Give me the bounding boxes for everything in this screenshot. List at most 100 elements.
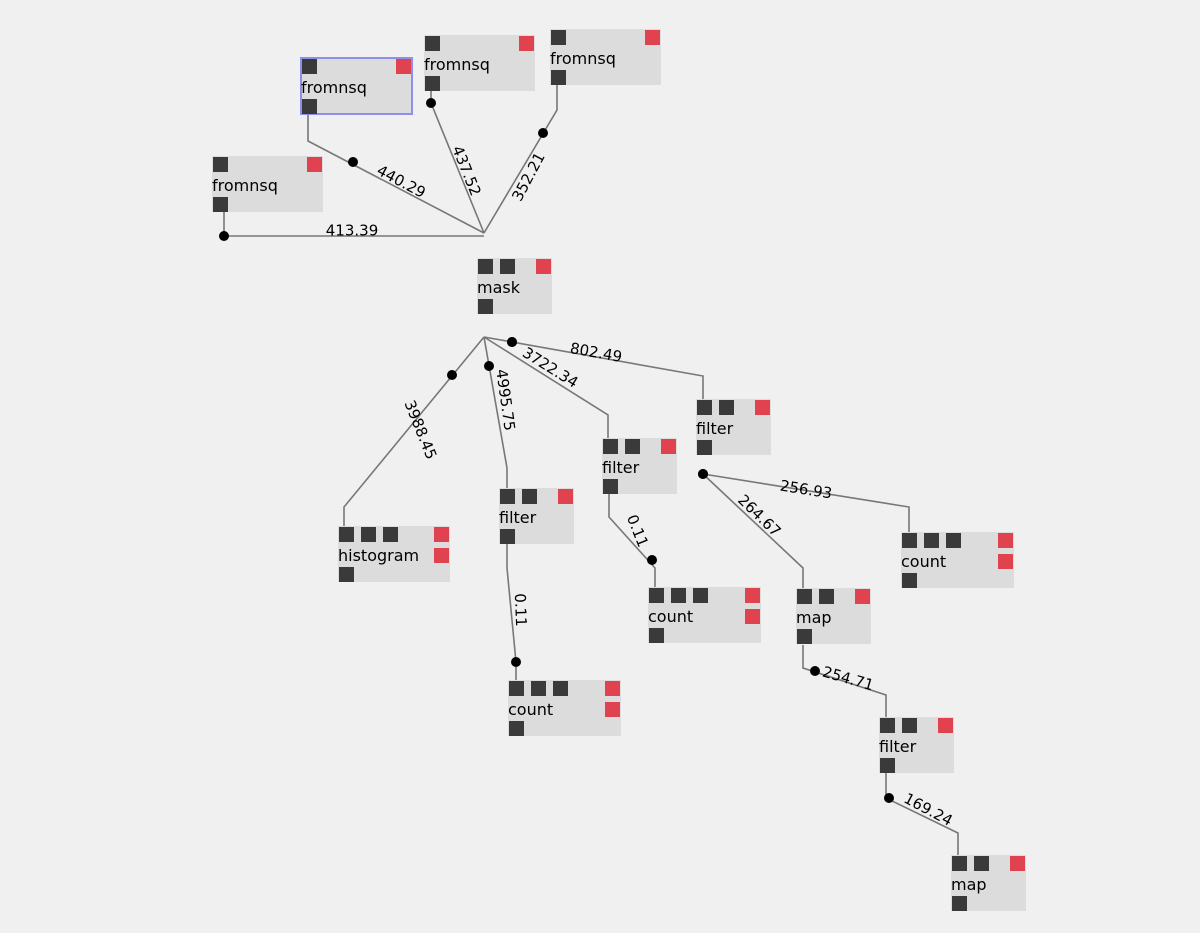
inlet-port[interactable] <box>361 527 376 542</box>
outlet-port[interactable] <box>478 299 493 314</box>
outlet-port[interactable] <box>797 629 812 644</box>
connection-handle[interactable] <box>447 370 457 380</box>
connection-handle[interactable] <box>647 555 657 565</box>
outlet-port[interactable] <box>425 76 440 91</box>
node-filter[interactable]: filter <box>602 438 677 494</box>
inlet-port[interactable] <box>213 157 228 172</box>
node-fromnsq[interactable]: fromnsq <box>300 57 413 115</box>
route-port[interactable] <box>855 589 870 604</box>
route-port[interactable] <box>998 554 1013 569</box>
node-fromnsq[interactable]: fromnsq <box>424 35 535 91</box>
connection-line[interactable] <box>608 494 656 587</box>
connection-line[interactable] <box>343 336 485 526</box>
route-port[interactable] <box>434 548 449 563</box>
node-count[interactable]: count <box>508 680 621 736</box>
connection-handle[interactable] <box>219 231 229 241</box>
connection-line[interactable] <box>702 473 910 532</box>
connection-line[interactable] <box>483 336 508 488</box>
route-port[interactable] <box>938 718 953 733</box>
route-port[interactable] <box>307 157 322 172</box>
route-port[interactable] <box>1010 856 1025 871</box>
route-port[interactable] <box>661 439 676 454</box>
route-port[interactable] <box>998 533 1013 548</box>
inlet-port[interactable] <box>500 489 515 504</box>
connection-line[interactable] <box>483 336 609 438</box>
node-count[interactable]: count <box>901 532 1014 588</box>
inlet-port[interactable] <box>974 856 989 871</box>
inlet-port[interactable] <box>531 681 546 696</box>
connection-line[interactable] <box>483 336 704 399</box>
node-mask[interactable]: mask <box>477 258 552 314</box>
inlet-port[interactable] <box>478 259 493 274</box>
outlet-port[interactable] <box>880 758 895 773</box>
inlet-port[interactable] <box>719 400 734 415</box>
node-fromnsq[interactable]: fromnsq <box>212 156 323 212</box>
outlet-port[interactable] <box>500 529 515 544</box>
connection-handle[interactable] <box>538 128 548 138</box>
route-port[interactable] <box>434 527 449 542</box>
connection-line[interactable] <box>483 84 558 234</box>
inlet-port[interactable] <box>625 439 640 454</box>
connection-handle[interactable] <box>884 793 894 803</box>
connection-line[interactable] <box>506 543 517 680</box>
node-filter[interactable]: filter <box>696 399 771 455</box>
inlet-port[interactable] <box>902 718 917 733</box>
inlet-port[interactable] <box>339 527 354 542</box>
outlet-port[interactable] <box>213 197 228 212</box>
outlet-port[interactable] <box>697 440 712 455</box>
route-port[interactable] <box>645 30 660 45</box>
inlet-port[interactable] <box>693 588 708 603</box>
inlet-port[interactable] <box>797 589 812 604</box>
inlet-port[interactable] <box>924 533 939 548</box>
inlet-port[interactable] <box>697 400 712 415</box>
outlet-port[interactable] <box>902 573 917 588</box>
node-filter[interactable]: filter <box>499 488 574 544</box>
connection-handle[interactable] <box>698 469 708 479</box>
connection-handle[interactable] <box>810 666 820 676</box>
inlet-port[interactable] <box>522 489 537 504</box>
inlet-port[interactable] <box>880 718 895 733</box>
node-map[interactable]: map <box>951 855 1026 911</box>
connection-handle[interactable] <box>511 657 521 667</box>
connection-line[interactable] <box>802 645 887 717</box>
connection-handle[interactable] <box>507 337 517 347</box>
inlet-port[interactable] <box>425 36 440 51</box>
route-port[interactable] <box>558 489 573 504</box>
inlet-port[interactable] <box>952 856 967 871</box>
inlet-port[interactable] <box>553 681 568 696</box>
node-histogram[interactable]: histogram <box>338 526 450 582</box>
connection-handle[interactable] <box>426 98 436 108</box>
outlet-port[interactable] <box>603 479 618 494</box>
inlet-port[interactable] <box>551 30 566 45</box>
node-filter[interactable]: filter <box>879 717 954 773</box>
inlet-port[interactable] <box>649 588 664 603</box>
connection-line[interactable] <box>885 773 959 855</box>
inlet-port[interactable] <box>902 533 917 548</box>
outlet-port[interactable] <box>509 721 524 736</box>
connection-line[interactable] <box>702 473 804 588</box>
node-fromnsq[interactable]: fromnsq <box>550 29 661 85</box>
inlet-port[interactable] <box>383 527 398 542</box>
route-port[interactable] <box>745 609 760 624</box>
route-port[interactable] <box>536 259 551 274</box>
inlet-port[interactable] <box>509 681 524 696</box>
outlet-port[interactable] <box>551 70 566 85</box>
connection-line[interactable] <box>307 114 485 234</box>
inlet-port[interactable] <box>946 533 961 548</box>
inlet-port[interactable] <box>603 439 618 454</box>
route-port[interactable] <box>519 36 534 51</box>
route-port[interactable] <box>396 59 411 74</box>
outlet-port[interactable] <box>302 99 317 114</box>
inlet-port[interactable] <box>671 588 686 603</box>
node-map[interactable]: map <box>796 588 871 644</box>
inlet-port[interactable] <box>500 259 515 274</box>
connection-handle[interactable] <box>348 157 358 167</box>
route-port[interactable] <box>755 400 770 415</box>
outlet-port[interactable] <box>952 896 967 911</box>
inlet-port[interactable] <box>302 59 317 74</box>
outlet-port[interactable] <box>339 567 354 582</box>
node-count[interactable]: count <box>648 587 761 643</box>
connection-handle[interactable] <box>484 361 494 371</box>
inlet-port[interactable] <box>819 589 834 604</box>
